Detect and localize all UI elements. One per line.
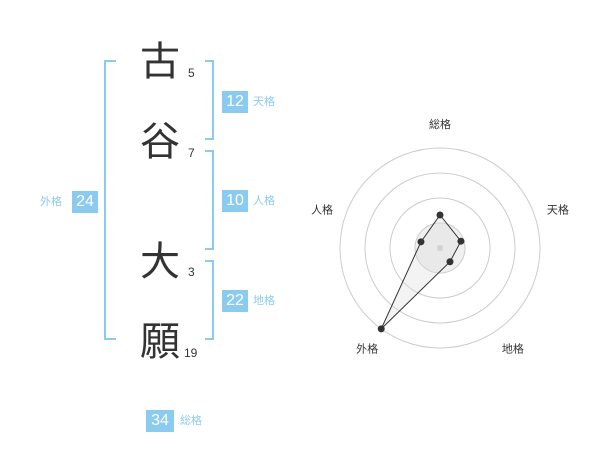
soukaku-label: 総格 [180,414,202,427]
jinkaku-bracket [205,150,214,250]
radar-point-0 [436,211,444,219]
gaikaku-bracket [104,60,116,340]
radar-axis-label-1: 天格 [547,203,569,217]
jinkaku-value: 10 [222,190,248,212]
radar-axis-label-3: 外格 [356,341,378,355]
stroke-count-4: 19 [184,346,198,360]
radar-point-4 [417,238,425,246]
radar-axis-label-0: 総格 [429,117,451,131]
tenkaku-bracket [205,60,214,140]
name-char-2: 谷 [140,119,180,165]
tenkaku-value: 12 [222,91,248,113]
tenkaku-label: 天格 [253,95,275,108]
stroke-count-3: 3 [188,265,195,279]
soukaku-value: 34 [146,410,174,432]
radar-center [437,245,443,251]
stroke-count-1: 5 [188,66,195,80]
radar-point-3 [377,325,385,333]
radar-point-1 [457,237,465,245]
radar-axis-label-4: 人格 [311,203,333,217]
chikaku-value: 22 [222,290,248,312]
name-char-4: 願 [140,319,180,365]
radar-ring-4 [339,147,541,349]
chikaku-bracket [205,260,214,340]
stroke-count-2: 7 [188,146,195,160]
radar-point-2 [446,258,454,266]
radar-ring-3 [364,172,516,324]
radar-polygon [380,214,462,330]
jinkaku-label: 人格 [253,194,275,207]
chikaku-label: 地格 [253,294,275,307]
gaikaku-label: 外格 [40,195,62,208]
gaikaku-value: 24 [72,191,98,213]
name-char-3: 大 [140,239,180,285]
radar-axis-label-2: 地格 [502,341,524,355]
name-char-1: 古 [140,39,180,85]
radar-ring-2 [389,197,491,299]
